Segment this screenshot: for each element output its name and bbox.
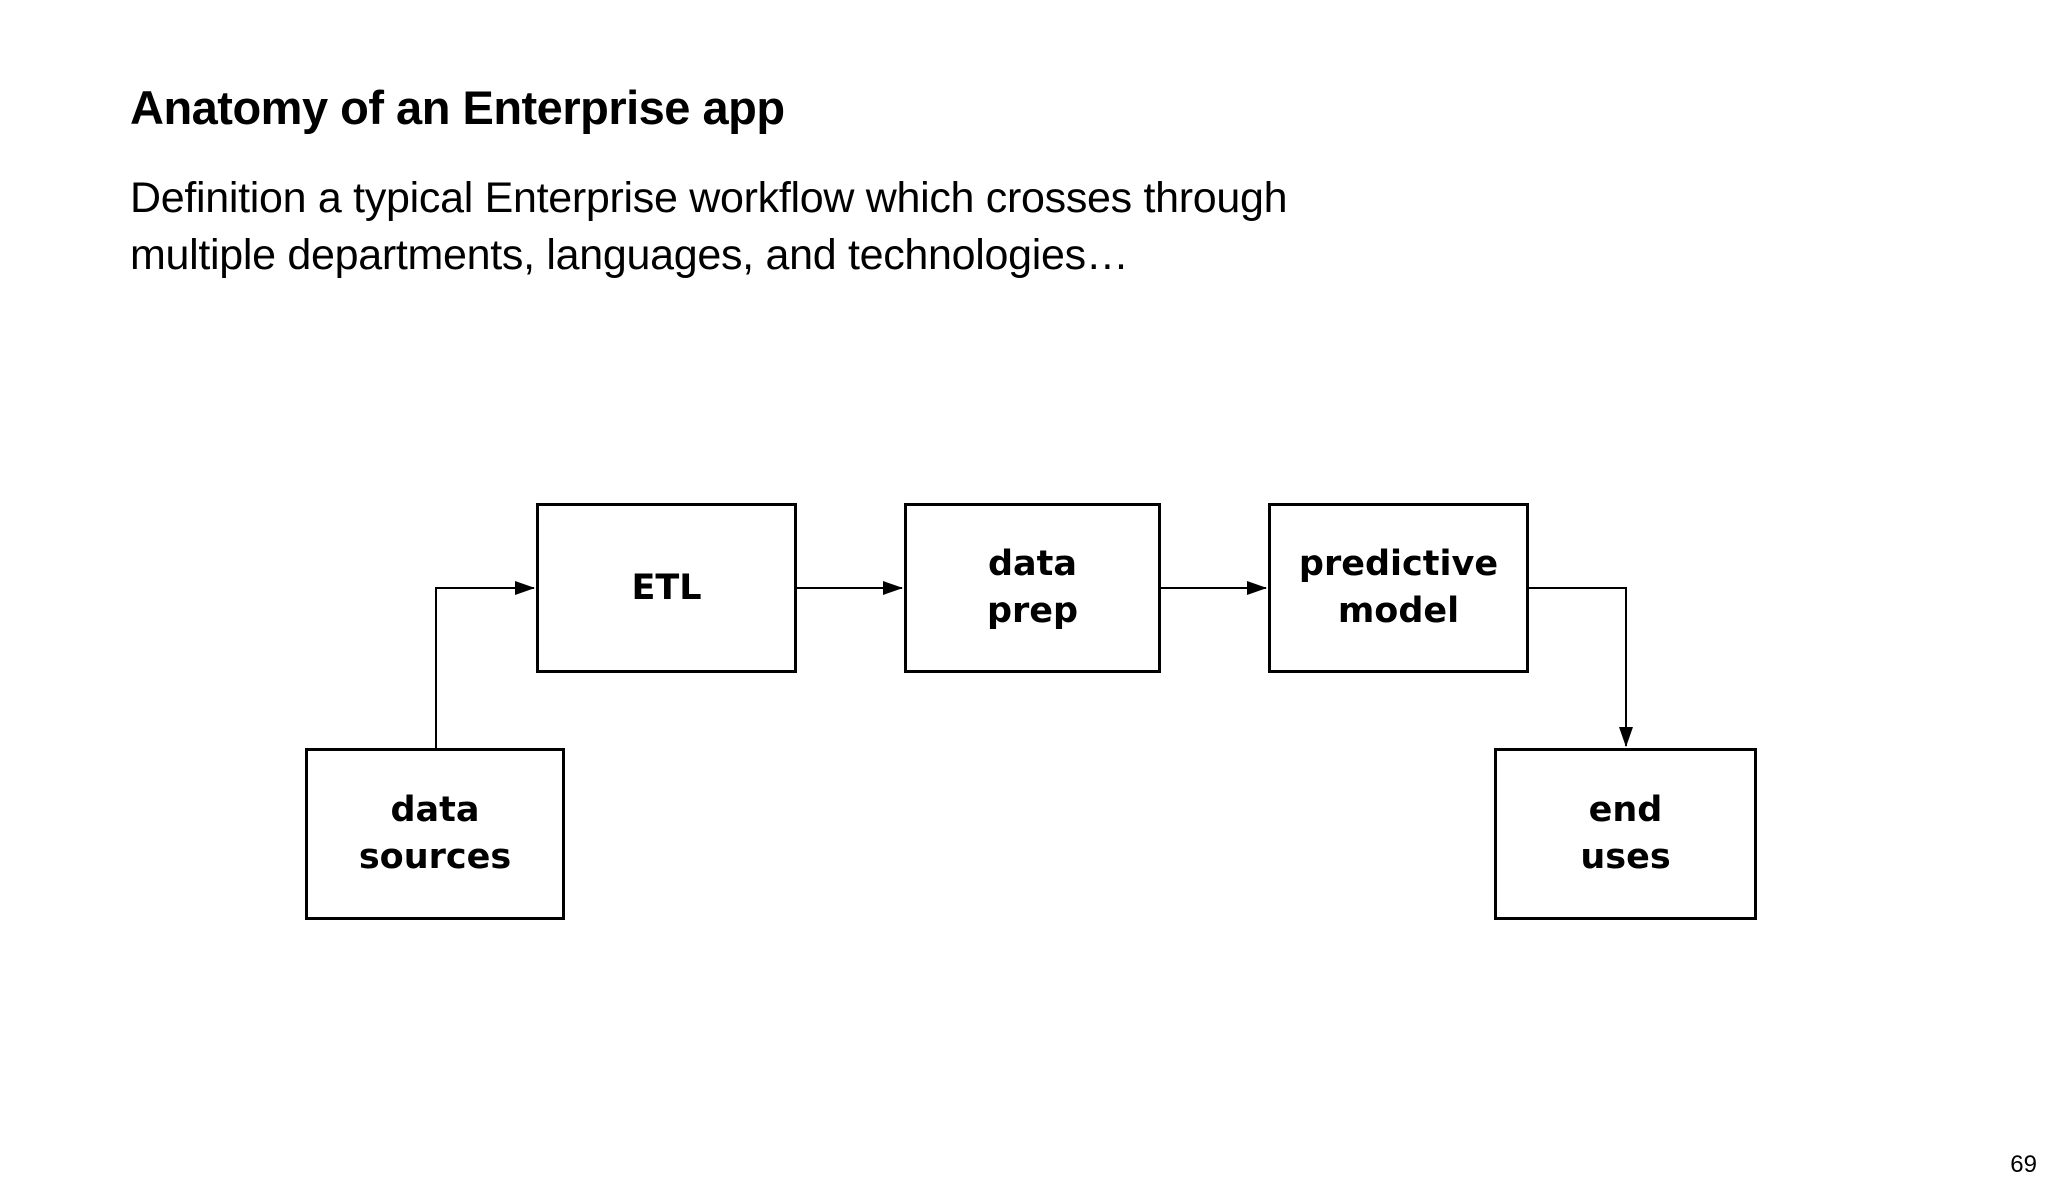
node-label-data-sources: data sources (358, 790, 512, 877)
node-label-end-uses: end uses (1580, 790, 1671, 877)
node-end-uses: end uses (1494, 748, 1757, 920)
node-predictive-model: predictive model (1268, 503, 1529, 673)
node-label-data-prep: data prep (986, 544, 1079, 631)
node-data-sources: data sources (305, 748, 565, 920)
slide-subtitle: Definition a typical Enterprise workflow… (130, 174, 1288, 279)
connector-predictive-model-to-end-uses (1529, 587, 1633, 747)
node-etl: ETL (536, 503, 797, 673)
node-label-predictive-model: predictive model (1298, 544, 1499, 631)
node-data-prep: data prep (904, 503, 1161, 673)
node-label-etl: ETL (631, 567, 702, 608)
slide-title: Anatomy of an Enterprise app (130, 81, 785, 134)
page-number: 69 (2010, 1151, 2037, 1178)
connector-data-sources-to-etl (435, 581, 535, 748)
